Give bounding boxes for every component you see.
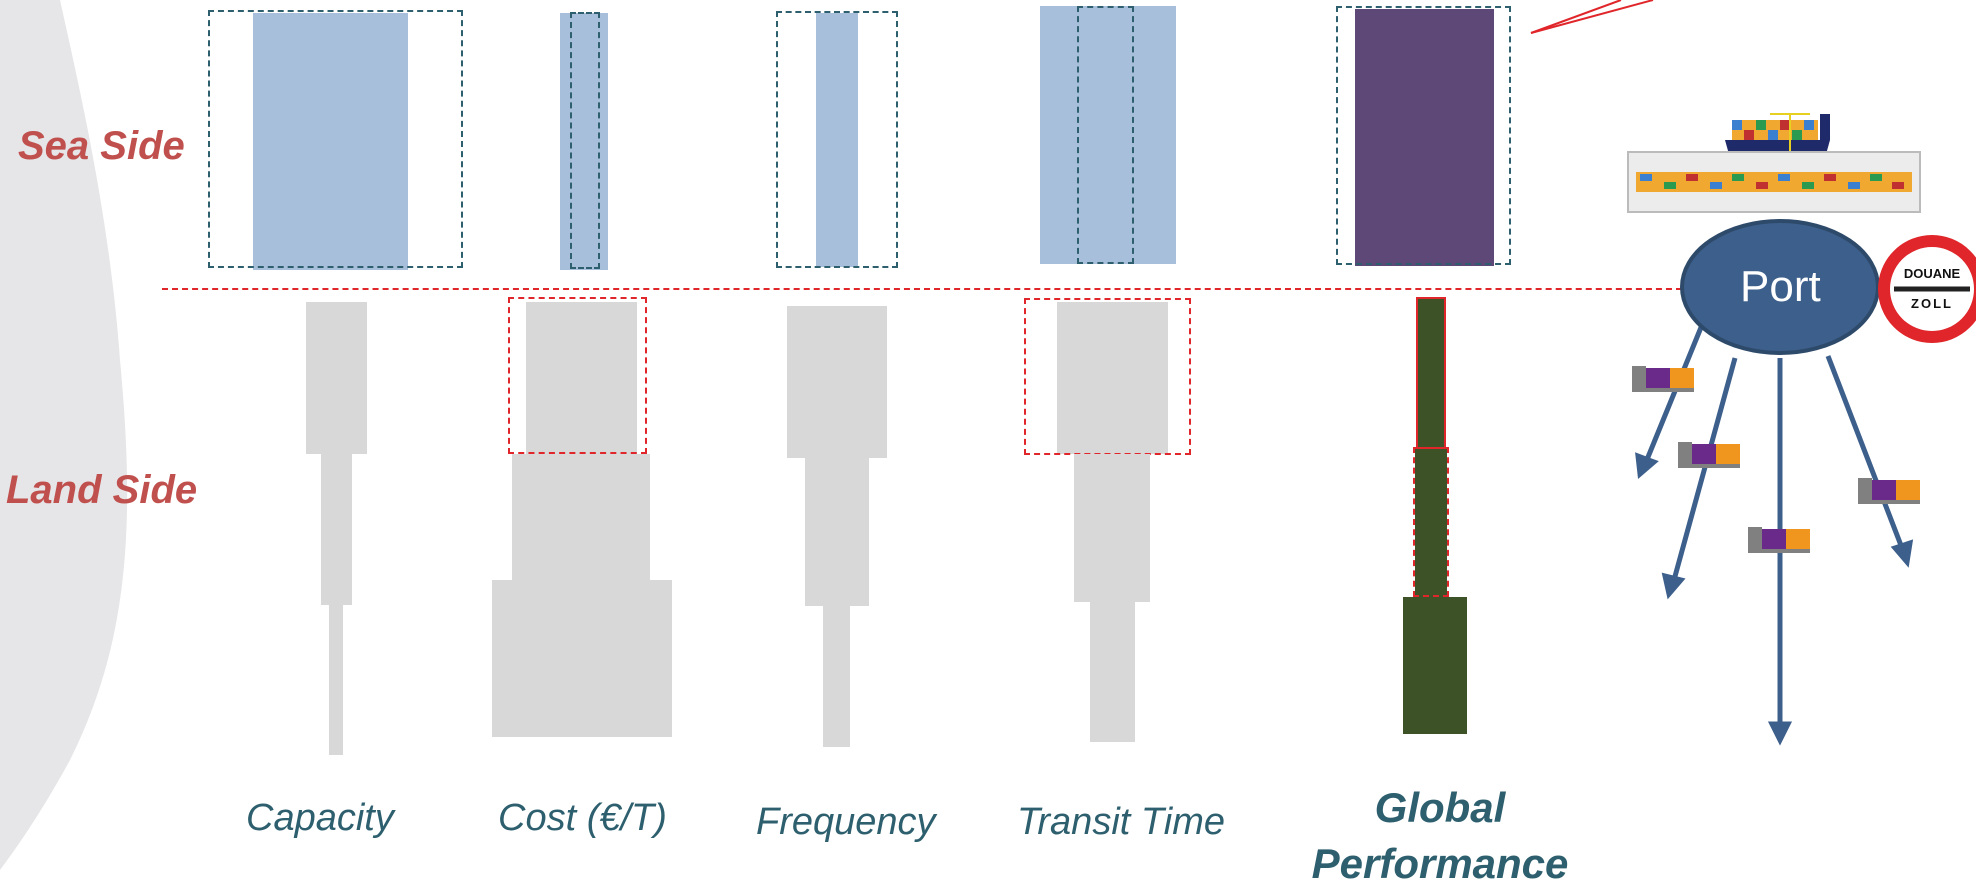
truck-icon [1748,527,1810,553]
transit-land-bar-3 [1090,602,1135,742]
capacity-label: Capacity [246,797,394,839]
port-illustration [1627,113,1976,746]
frequency-sea-bar [816,13,858,267]
capacity-land-bar-3 [329,605,343,755]
sea-land-divider [162,288,1682,290]
truck-icon [1858,478,1920,504]
capacity-sea-bar [253,13,408,270]
global-land-bar-1 [1416,297,1446,449]
transit-sea-bar [1040,6,1176,264]
callout-pointer [1530,0,1654,34]
container-yard-icon [1627,151,1921,213]
frequency-label: Frequency [756,801,936,843]
transit-land-bar-1 [1057,302,1168,454]
port-label: Port [1740,262,1821,311]
frequency-land-bar-2 [805,458,869,606]
customs-sign-line1: DOUANE [1903,266,1961,281]
cost-land-bar-2 [512,454,650,580]
truck-icon [1632,366,1694,392]
customs-sign-line2: ZOLL [1911,296,1953,311]
global-performance-label: Global Performance [1311,784,1569,887]
global-sea-bar [1355,9,1494,266]
frequency-land-bar-3 [823,606,850,747]
capacity-land-bar-1 [306,302,367,454]
capacity-sea-outline [208,10,463,268]
transit-time-label: Transit Time [1017,801,1225,843]
global-land-bar-3 [1403,597,1467,734]
frequency-land-bar-1 [787,306,887,458]
cost-land-bar-3 [492,580,672,737]
cost-land-outline [508,297,647,454]
transit-land-outline [1024,298,1191,455]
customs-sign-icon [1878,235,1976,343]
truck-icon [1678,442,1740,468]
port-node [1680,219,1880,355]
land-side-label: Land Side [6,468,198,512]
cost-land-bar-1 [526,302,637,454]
transit-sea-outline [1077,6,1134,264]
cost-sea-bar [560,13,608,270]
transit-land-bar-2 [1074,454,1150,602]
background-wave [0,0,128,870]
global-land-bar-2 [1415,449,1447,598]
cost-label: Cost (€/T) [498,797,667,839]
global-sea-outline [1336,6,1511,265]
sea-side-label: Sea Side [18,124,185,168]
global-land-outline [1413,447,1449,597]
frequency-sea-outline [776,11,898,268]
capacity-land-bar-2 [321,454,352,605]
cost-sea-outline [570,12,600,269]
